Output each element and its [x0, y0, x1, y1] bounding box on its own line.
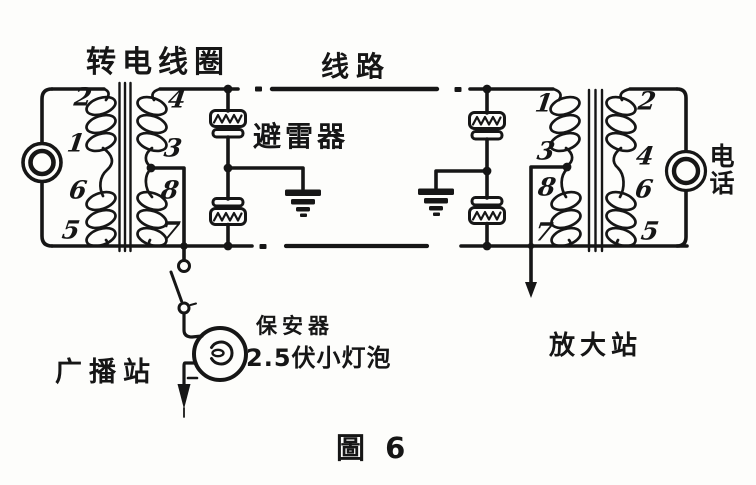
terminal-number: 3 [162, 133, 184, 163]
lamp-ground-arrow [177, 384, 191, 418]
arrester-carbon-block [468, 111, 506, 141]
knife-switch [149, 166, 197, 315]
arrester-carbon-block [468, 196, 506, 225]
primary-winding [85, 87, 117, 248]
lightning-arrester-right [418, 84, 506, 251]
telephone-ring [664, 87, 708, 248]
terminal-number: 5 [639, 216, 661, 246]
right-transformer [549, 87, 708, 253]
terminal-number: 7 [533, 217, 555, 247]
line-bottom-wire [50, 243, 689, 249]
arrester-carbon-block [209, 197, 247, 226]
amplifier-station-label: 放大站 [549, 331, 643, 361]
amplifier-tap-arrow [525, 165, 569, 298]
terminal-number: 1 [65, 128, 87, 158]
terminal-number: 8 [536, 172, 558, 202]
terminal-number: 7 [160, 216, 182, 246]
ground-symbol-left [226, 166, 321, 217]
ground-symbol-right [418, 169, 489, 216]
terminal-number: 4 [166, 84, 188, 114]
left-transformer [21, 81, 168, 253]
transformer-core [118, 81, 132, 253]
terminal-number: 2 [636, 86, 658, 116]
telephone-label: 电话 [706, 143, 735, 197]
arrester-carbon-block [209, 109, 247, 139]
protector-lamp [177, 311, 248, 418]
lightning-arrester-left [209, 84, 321, 251]
terminal-number: 5 [60, 215, 82, 245]
line-top-wire [158, 86, 555, 92]
terminal-number: 4 [634, 141, 656, 171]
protector-label: 保安器 [256, 314, 334, 338]
broadcast-station-label: 广播站 [55, 357, 157, 388]
terminal-number: 2 [72, 82, 94, 112]
figure-caption: 圖 6 [336, 431, 406, 465]
lamp-label: 2.5伏小灯泡 [246, 344, 392, 372]
terminal-number: 6 [67, 175, 89, 205]
phone-winding [605, 87, 637, 248]
terminal-number: 3 [535, 136, 557, 166]
broadcast-source-ring [21, 87, 63, 248]
coil-label: 转电线圈 [86, 45, 230, 80]
terminal-number: 8 [159, 175, 181, 205]
line-label: 线路 [321, 50, 392, 83]
terminal-number: 6 [633, 174, 655, 204]
arrester-label: 避雷器 [253, 120, 350, 153]
terminal-number: 1 [533, 88, 555, 118]
transformer-core [587, 88, 604, 253]
